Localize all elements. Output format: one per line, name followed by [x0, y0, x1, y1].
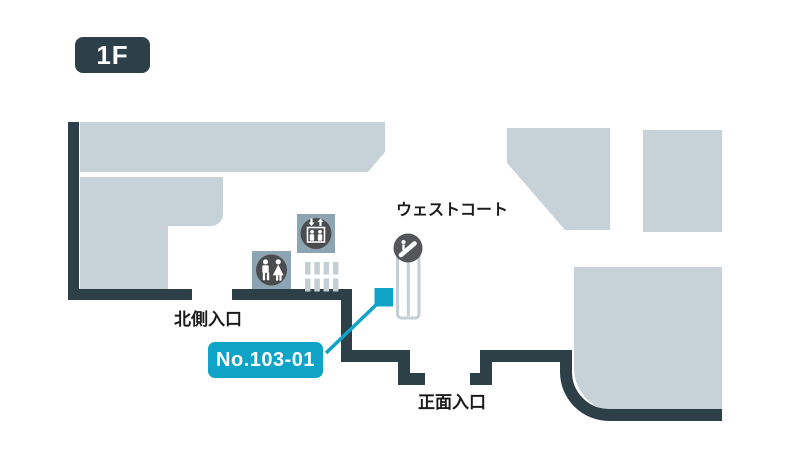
elevator-icon [297, 214, 335, 253]
area-center-block [507, 128, 610, 230]
floor-badge: 1F [75, 37, 150, 73]
wall-southeast-curve [480, 350, 722, 421]
location-marker[interactable] [374, 288, 394, 307]
area-east-block [643, 130, 722, 232]
location-badge[interactable]: No.103-01 [208, 342, 323, 378]
label-front-entrance: 正面入口 [418, 393, 486, 412]
area-north-band [80, 122, 385, 172]
stairs-icon [305, 262, 339, 292]
location-leader-line [324, 302, 379, 355]
escalator-icon [393, 233, 423, 263]
area-west-block [80, 177, 223, 289]
floor-badge-label: 1F [96, 39, 129, 70]
restroom-icon [252, 251, 291, 289]
area-southeast-block [574, 267, 722, 412]
wall-south-center [232, 289, 425, 385]
label-north-entrance: 北側入口 [174, 310, 242, 329]
label-west-court: ウェストコート [395, 202, 508, 219]
